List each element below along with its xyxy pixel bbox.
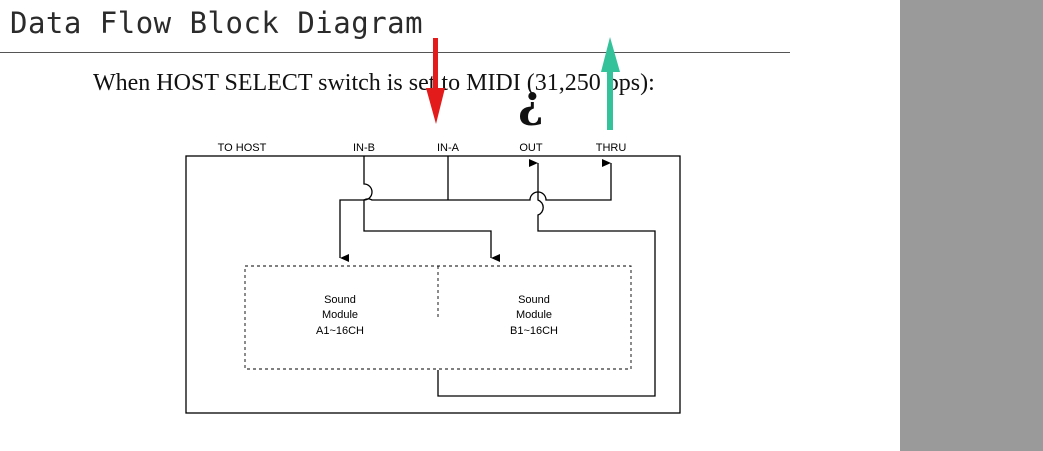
in-a-bus-line bbox=[339, 159, 612, 262]
port-label-out: OUT bbox=[519, 142, 543, 154]
module-b-line1: Sound bbox=[518, 294, 550, 306]
port-label-thru: THRU bbox=[596, 142, 627, 154]
subtitle: When HOST SELECT switch is set to MIDI (… bbox=[93, 70, 655, 96]
out-line bbox=[437, 159, 656, 397]
page-title: Data Flow Block Diagram bbox=[10, 6, 424, 40]
green-up-arrow bbox=[601, 37, 620, 130]
in-b-line bbox=[363, 156, 500, 262]
module-a-line3: A1~16CH bbox=[316, 325, 364, 337]
port-label-to-host: TO HOST bbox=[218, 142, 267, 154]
question-mark-annotation: ¿ bbox=[518, 77, 544, 128]
port-label-in-b: IN-B bbox=[353, 142, 375, 154]
module-b-line2: Module bbox=[516, 309, 552, 321]
module-b-line3: B1~16CH bbox=[510, 325, 558, 337]
title-divider bbox=[0, 52, 790, 53]
module-a-line2: Module bbox=[322, 309, 358, 321]
outer-box bbox=[185, 155, 681, 414]
module-a-line1: Sound bbox=[324, 294, 356, 306]
side-panel bbox=[900, 0, 1043, 451]
port-label-in-a: IN-A bbox=[437, 142, 460, 154]
red-down-arrow bbox=[426, 38, 445, 124]
sound-module-box bbox=[244, 265, 632, 370]
